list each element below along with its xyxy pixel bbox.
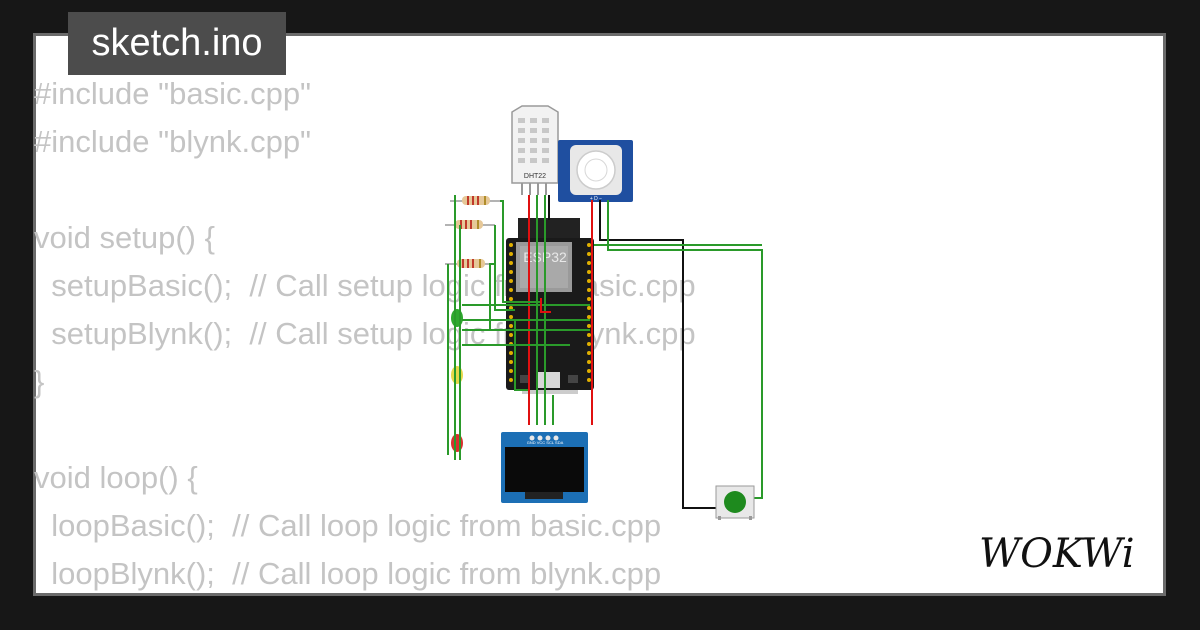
leds	[451, 309, 463, 452]
oled-pin-labels: GND VCC SCL SDA	[527, 440, 564, 445]
wokwi-logo-text: WOKWi	[979, 531, 1135, 577]
code-line-10: loopBasic(); // Call loop logic from bas…	[34, 508, 662, 543]
pir-pin-labels: + D −	[590, 196, 602, 202]
dht22-label: DHT22	[524, 173, 546, 180]
code-line-11: loopBlynk(); // Call loop logic from bly…	[34, 556, 662, 591]
resistors	[445, 196, 500, 268]
pushbutton	[715, 485, 755, 520]
oled-display: GND VCC SCL SDA	[501, 432, 588, 503]
code-line-1: #include "basic.cpp"	[34, 76, 312, 111]
pir-sensor: + D −	[558, 140, 633, 202]
code-line-7: }	[34, 364, 45, 399]
code-line-2: #include "blynk.cpp"	[34, 124, 312, 159]
code-line-9: void loop() {	[34, 460, 198, 495]
wokwi-logo: WOKWi	[979, 531, 1135, 577]
dht22-sensor: DHT22	[511, 105, 559, 195]
preview-card	[33, 33, 1166, 596]
code-line-4: void setup() {	[34, 220, 215, 255]
wires	[447, 195, 763, 509]
file-tab: sketch.ino	[68, 12, 286, 75]
